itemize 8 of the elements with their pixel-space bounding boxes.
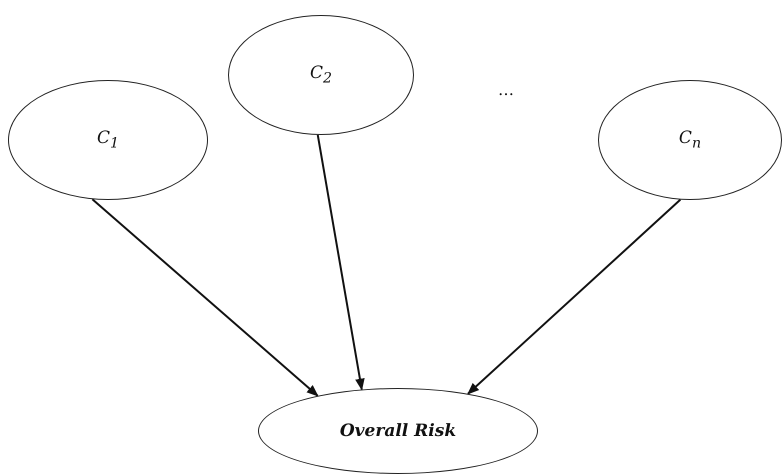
node-label: C$_{1}$ [96,128,120,152]
node-label: Overall Risk [340,421,456,441]
node-label: C$_{n}$ [678,128,702,152]
arrow [316,134,365,391]
arrow [92,198,319,397]
ellipsis-text: … [498,80,514,99]
arrow [467,198,682,395]
node-label: C$_{2}$ [310,63,332,87]
